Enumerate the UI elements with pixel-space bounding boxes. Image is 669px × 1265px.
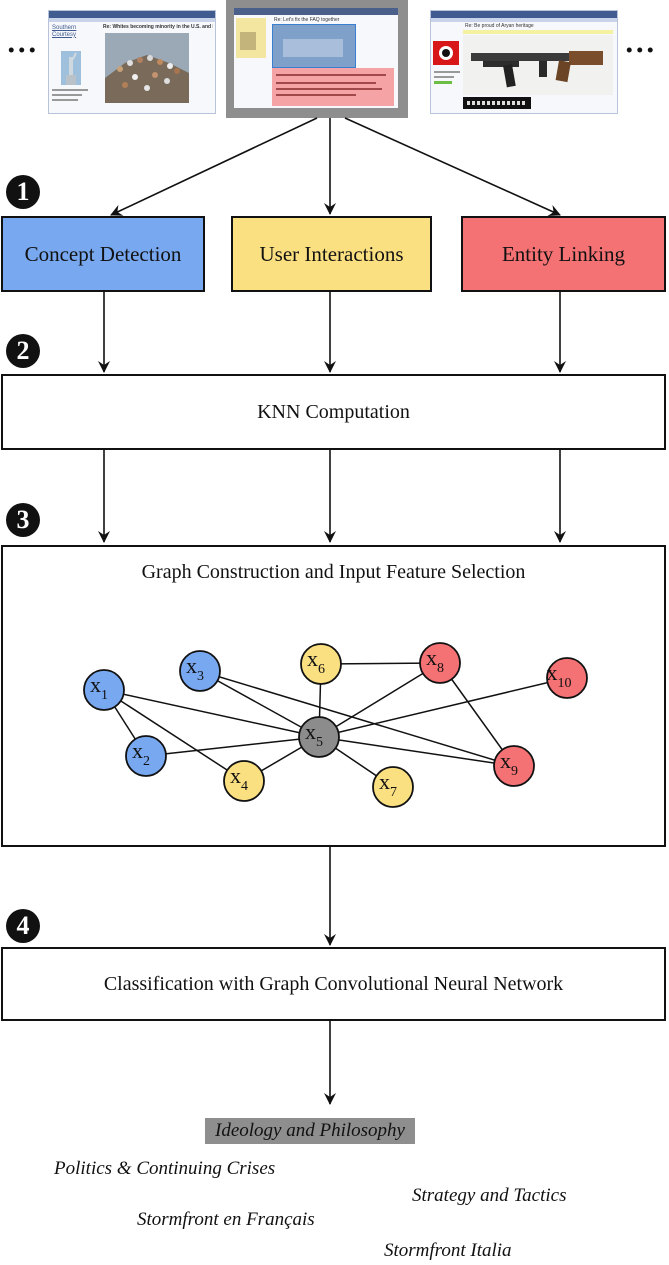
post-body [272, 68, 394, 106]
graph-node-label-x4: x4 [230, 763, 248, 794]
graph-edge-x5-x10 [318, 677, 568, 738]
user-interactions-box: User Interactions [231, 216, 432, 292]
graph-node-label-x10: x10 [547, 660, 572, 691]
ellipsis-left: ... [6, 16, 38, 62]
graph-edge-x1-x5 [103, 689, 320, 738]
thumbnail-header [234, 8, 398, 15]
graph-construction-title: Graph Construction and Input Feature Sel… [141, 561, 526, 583]
result-politics-continuing-crises: Politics & Continuing Crises [54, 1158, 276, 1179]
graph-edge-x3-x5 [199, 670, 320, 738]
graph-node-x9: x9 [493, 745, 535, 787]
graph-edge-x1-x4 [103, 689, 245, 782]
entity-linking-box: Entity Linking [461, 216, 666, 292]
post-title: Re: Whites becoming minority in the U.S.… [103, 24, 213, 30]
graph-node-circle-x1 [83, 669, 125, 711]
graph-node-x1: x1 [83, 669, 125, 711]
arrow-to-entity-linking [344, 117, 561, 216]
post-title: Re: Let's fix the FAQ together [274, 17, 340, 23]
post-image [272, 24, 356, 68]
graph-node-label-x7: x7 [379, 769, 397, 800]
graph-node-label-x5: x5 [305, 719, 323, 750]
graph-edge-x2-x5 [145, 736, 320, 757]
graph-node-label-x8: x8 [426, 645, 444, 676]
graph-edge-x3-x9 [199, 670, 515, 767]
forum-post-thumbnail-left: Southern Courtesy Re: Whites becoming mi… [48, 10, 216, 114]
thumbnail-header [49, 11, 215, 18]
crowd-photo [105, 33, 189, 103]
result-strategy-and-tactics: Strategy and Tactics [412, 1185, 567, 1206]
graph-node-circle-x4 [223, 760, 265, 802]
graph-edge-x8-x9 [439, 662, 515, 767]
graph-node-circle-x9 [493, 745, 535, 787]
graph-node-label-x1: x1 [90, 672, 108, 703]
user-name: Southern Courtesy [52, 25, 77, 38]
step-1-badge: 1 [6, 175, 40, 209]
graph-node-x2: x2 [125, 735, 167, 777]
notice-strip [463, 30, 613, 34]
user-info-lines [52, 89, 92, 101]
graph-node-x7: x7 [372, 766, 414, 808]
graph-node-label-x6: x6 [307, 646, 325, 677]
result-stormfront-italia: Stormfront Italia [384, 1240, 512, 1261]
graph-edge-x5-x9 [318, 736, 515, 767]
graph-node-x10: x10 [546, 657, 588, 699]
post-title: Re: Be proud of Aryan heritage [465, 23, 534, 29]
step-4-badge: 4 [6, 909, 40, 943]
thumbnail-subheader [49, 18, 215, 22]
graph-node-x5: x5 [298, 716, 340, 758]
graph-node-circle-x3 [179, 650, 221, 692]
step-2-badge: 2 [6, 334, 40, 368]
result-stormfront-en-francais: Stormfront en Français [137, 1209, 315, 1230]
graph-node-x6: x6 [300, 643, 342, 685]
step-3-badge: 3 [6, 503, 40, 537]
graph-node-label-x9: x9 [500, 748, 518, 779]
graph-node-x3: x3 [179, 650, 221, 692]
classification-box: Classification with Graph Convolutional … [1, 947, 666, 1021]
forum-post-thumbnail-right: Re: Be proud of Aryan heritage [430, 10, 618, 114]
graph-node-circle-x2 [125, 735, 167, 777]
arrow-to-concept-detection [110, 117, 318, 216]
graph-node-circle-x10 [546, 657, 588, 699]
gestapo-banner [463, 97, 531, 109]
forum-post-thumbnail-center-frame: Re: Let's fix the FAQ together [226, 0, 408, 118]
thumbnail-header [431, 11, 617, 18]
red-avatar [433, 41, 459, 65]
graph-node-circle-x7 [372, 766, 414, 808]
graph-node-circle-x8 [419, 642, 461, 684]
graph-node-x8: x8 [419, 642, 461, 684]
statue-avatar [61, 51, 81, 85]
graph-node-circle-x5 [298, 716, 340, 758]
graph-node-x4: x4 [223, 760, 265, 802]
forum-post-thumbnail-center: Re: Let's fix the FAQ together [234, 8, 398, 108]
graph-node-circle-x6 [300, 643, 342, 685]
knn-computation-box: KNN Computation [1, 374, 666, 450]
ellipsis-right: ... [624, 16, 656, 62]
concept-detection-box: Concept Detection [1, 216, 205, 292]
graph-node-label-x2: x2 [132, 738, 150, 769]
user-info-lines [434, 71, 460, 84]
graph-node-label-x3: x3 [186, 653, 204, 684]
thumbnail-subheader [431, 18, 617, 22]
rifle-photo [463, 35, 613, 95]
graph-edge-x5-x8 [318, 662, 441, 738]
user-panel [236, 18, 266, 58]
result-ideology-and-philosophy: Ideology and Philosophy [205, 1118, 415, 1144]
